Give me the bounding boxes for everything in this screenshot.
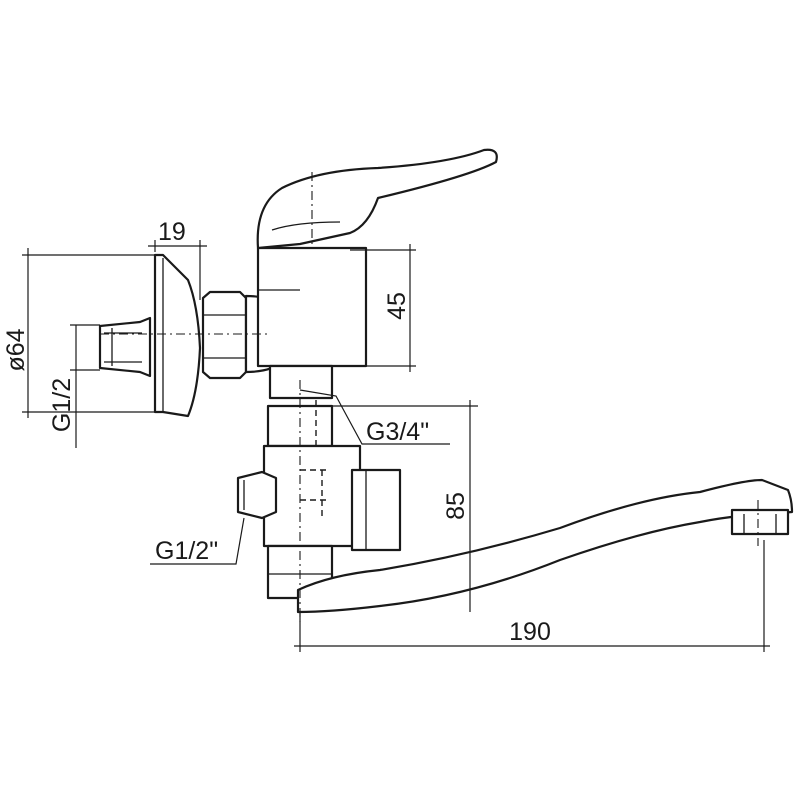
lever-handle — [256, 148, 498, 250]
dimension-wall-thread-label: G1/2 — [48, 378, 76, 432]
dimension-diameter-64: ø64 — [2, 248, 160, 418]
center-lines — [100, 333, 301, 622]
dimension-85: 85 — [300, 400, 478, 612]
mixer-body — [256, 246, 368, 400]
side-outlet — [236, 470, 278, 520]
dimension-85-label: 85 — [442, 492, 470, 520]
dimension-wall-thread: G1/2 — [48, 324, 100, 448]
outlet-thread-label: G3/4" — [366, 418, 429, 446]
side-outlet-thread-label: G1/2" — [155, 537, 218, 565]
leader-outlet-thread: G3/4" — [299, 389, 450, 446]
wall-connector — [98, 316, 152, 378]
leader-side-outlet-thread: G1/2" — [150, 517, 245, 565]
wall-flange — [153, 253, 202, 418]
hex-nut — [201, 290, 248, 380]
hidden-lines — [300, 400, 330, 520]
dimension-190: 190 — [294, 540, 770, 652]
dimension-190-label: 190 — [509, 618, 551, 646]
swivel-spout — [296, 478, 794, 614]
dimension-45-label: 45 — [383, 292, 411, 320]
dimension-45: 45 — [350, 244, 416, 372]
dimension-19-label: 19 — [158, 218, 186, 246]
dimension-19: 19 — [148, 218, 207, 300]
dimension-diameter-64-label: ø64 — [2, 328, 30, 371]
